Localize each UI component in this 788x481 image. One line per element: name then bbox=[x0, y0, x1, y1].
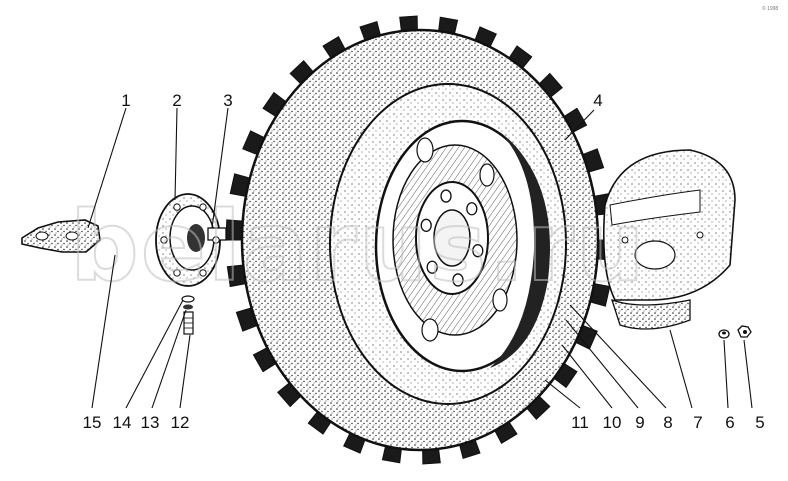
bolt-and-washers bbox=[181, 295, 195, 335]
callout-2: 2 bbox=[172, 91, 181, 110]
wheel-nut bbox=[466, 202, 478, 216]
hub-bolt bbox=[160, 236, 168, 244]
hub-assembly bbox=[155, 193, 227, 287]
callout-6: 6 bbox=[725, 413, 734, 432]
bracket bbox=[21, 219, 101, 253]
callout-10: 10 bbox=[603, 413, 622, 432]
nut-6 bbox=[718, 329, 730, 339]
callout-15: 15 bbox=[83, 413, 102, 432]
corner-mark: © 1998 bbox=[762, 5, 778, 12]
nut-5 bbox=[737, 325, 752, 338]
callout-8: 8 bbox=[663, 413, 672, 432]
wheel-nut bbox=[440, 189, 452, 203]
callout-1: 1 bbox=[121, 91, 130, 110]
callout-13: 13 bbox=[141, 413, 160, 432]
wheel-nut bbox=[426, 260, 438, 274]
callout-4: 4 bbox=[593, 91, 602, 110]
callout-9: 9 bbox=[635, 413, 644, 432]
hub-bolt bbox=[212, 236, 220, 244]
counterweight bbox=[603, 149, 736, 330]
hub-bolt bbox=[199, 269, 207, 277]
tire bbox=[225, 15, 615, 465]
callout-labels: 1 2 3 4 5 6 7 8 9 10 11 12 13 14 15 bbox=[83, 91, 765, 432]
wheel-nut bbox=[420, 218, 432, 232]
watermark: belarus.ru bbox=[70, 191, 647, 303]
callout-12: 12 bbox=[171, 413, 190, 432]
hub-bolt bbox=[173, 269, 181, 277]
wheel-nut bbox=[472, 244, 484, 258]
hub-center bbox=[433, 209, 471, 267]
hub-bolt bbox=[173, 203, 181, 211]
disc-hole bbox=[421, 318, 439, 342]
wheel-nuts bbox=[420, 189, 484, 287]
hub-bolt bbox=[199, 203, 207, 211]
disc-hole bbox=[479, 163, 495, 187]
disc-hole bbox=[492, 288, 508, 312]
callout-3: 3 bbox=[223, 91, 232, 110]
wheel-nut bbox=[452, 273, 464, 287]
callout-7: 7 bbox=[693, 413, 702, 432]
rim-flange bbox=[490, 132, 550, 368]
callout-5: 5 bbox=[755, 413, 764, 432]
disc-hole bbox=[416, 137, 434, 163]
leader-lines bbox=[87, 107, 753, 409]
callout-11: 11 bbox=[571, 413, 589, 432]
callout-14: 14 bbox=[113, 413, 132, 432]
